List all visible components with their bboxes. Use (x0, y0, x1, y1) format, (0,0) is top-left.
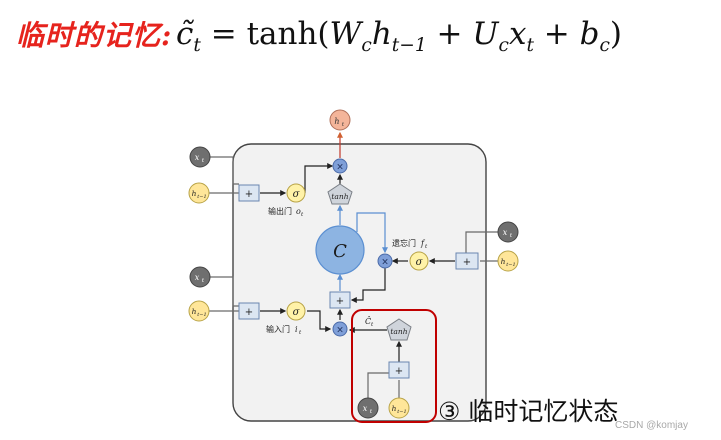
wires (209, 156, 498, 398)
temp-memory-highlight (351, 309, 437, 423)
h-prev-sub-2: t−1 (197, 312, 206, 318)
h-prev-input-gate: h t−1 (188, 300, 210, 322)
x-input-forget-gate: x t (497, 221, 519, 243)
input-sum-label: + (245, 307, 253, 318)
formula-plus-1: + (436, 16, 463, 52)
forget-sigma-node: σ (409, 251, 429, 271)
formula-b-sub: c (599, 35, 610, 57)
forget-gate-text: 遗忘门 (392, 238, 416, 248)
h-prev-label-2: h (192, 307, 197, 316)
x-label-1: x (195, 153, 200, 162)
h-prev-temp-memory: h t−1 (388, 397, 410, 419)
formula-equals: = (210, 16, 237, 52)
formula-lhs-sub: t (193, 35, 201, 57)
formula-u-sub: c (498, 35, 509, 57)
h-prev-label-1: h (192, 189, 197, 198)
temp-sum-node: + (388, 361, 410, 379)
h-out-sub: t (342, 122, 345, 128)
output-multiply-node: × (332, 158, 348, 174)
h-out-label: h (334, 117, 339, 126)
output-gate-sub: t (301, 212, 304, 218)
forget-sum-label: + (463, 257, 471, 268)
formula-x: x (508, 16, 527, 52)
formula-x-sub: t (526, 35, 534, 57)
c-tilde-text: Ĉ (365, 317, 371, 326)
x-sub-3: t (510, 233, 513, 239)
temp-sum-label: + (395, 366, 403, 377)
x-input-temp-memory: x t (357, 397, 379, 419)
h-prev-label-3: h (501, 257, 506, 266)
x-label-2: x (195, 273, 200, 282)
section-caption: ③ 临时记忆状态 (438, 397, 619, 426)
x-label-4: x (363, 404, 368, 413)
input-gate-var: i (295, 325, 298, 334)
output-gate-text: 输出门 (268, 206, 292, 216)
forget-gate-sub: t (425, 244, 428, 250)
formula-lhs: c̃ (176, 16, 194, 52)
formula: c̃t = tanh(Wcht−1 + Ucxt + bc) (176, 16, 622, 56)
temp-tanh-node: tanh (386, 318, 412, 341)
formula-h-sub: t−1 (391, 35, 427, 57)
forget-multiply-node: × (377, 253, 393, 269)
c-tilde-label: Ĉ t (365, 317, 374, 328)
output-gate-label: 输出门 o t (268, 206, 304, 218)
input-gate-text: 输入门 (266, 324, 290, 334)
forget-gate-label: 遗忘门 f t (392, 238, 428, 250)
output-multiply-label: × (336, 163, 344, 173)
h-prev-label-4: h (392, 404, 397, 413)
h-prev-sub-3: t−1 (506, 262, 515, 268)
output-tanh-node: tanh (327, 183, 353, 205)
formula-w: W (329, 16, 362, 52)
x-sub-2: t (202, 278, 205, 284)
cell-state-node: C (315, 225, 365, 275)
forget-sum-node: + (455, 252, 479, 270)
output-sigma-label: σ (293, 189, 301, 200)
input-gate-sub: t (299, 330, 302, 336)
output-sum-label: + (245, 189, 253, 200)
x-label-3: x (503, 228, 508, 237)
c-tilde-sub: t (371, 322, 374, 328)
formula-u: U (472, 16, 499, 52)
input-sum-node: + (238, 302, 260, 320)
x-sub-4: t (370, 409, 373, 415)
input-multiply-node: × (332, 321, 348, 337)
x-input-input-gate: x t (189, 266, 211, 288)
input-multiply-label: × (336, 326, 344, 336)
h-prev-output-gate: h t−1 (188, 182, 210, 204)
output-sum-node: + (238, 184, 260, 202)
watermark: CSDN @komjay (615, 420, 688, 431)
input-gate-label: 输入门 i t (266, 324, 302, 336)
h-out-node: h t (329, 109, 351, 131)
cell-sum-label: + (336, 296, 344, 307)
formula-plus-2: + (543, 16, 570, 52)
input-sigma-node: σ (286, 301, 306, 321)
lstm-cell-box (232, 143, 487, 422)
h-prev-sub-1: t−1 (197, 194, 206, 200)
cell-sum-node: + (329, 291, 351, 309)
forget-multiply-label: × (381, 258, 389, 268)
formula-b: b (579, 16, 600, 52)
cell-state-label: C (333, 241, 347, 262)
forget-gate-var: f (420, 239, 426, 248)
output-gate-var: o (296, 207, 301, 216)
x-input-output-gate: x t (189, 146, 211, 168)
temp-tanh-label: tanh (390, 327, 407, 336)
header: 临时的记忆: c̃t = tanh(Wcht−1 + Ucxt + bc) (0, 0, 721, 78)
title-label: 临时的记忆: (16, 19, 173, 52)
output-tanh-label: tanh (331, 192, 348, 201)
h-prev-sub-4: t−1 (397, 409, 406, 415)
formula-w-sub: c (361, 35, 372, 57)
formula-func: tanh( (246, 16, 330, 52)
x-sub-1: t (202, 158, 205, 164)
formula-h: h (371, 16, 392, 52)
forget-sigma-label: σ (416, 257, 424, 268)
output-sigma-node: σ (286, 183, 306, 203)
h-prev-forget-gate: h t−1 (497, 250, 519, 272)
formula-close: ) (609, 16, 623, 52)
input-sigma-label: σ (293, 307, 301, 318)
